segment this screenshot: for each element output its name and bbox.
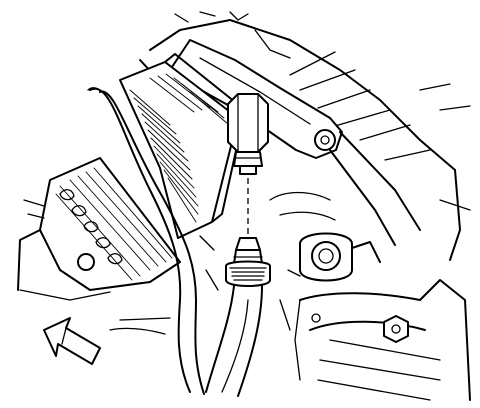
cooler-line-hose xyxy=(205,285,263,397)
arrow-pointing-up-left-icon xyxy=(43,317,101,365)
transmission-cooler xyxy=(17,157,181,301)
mount-bolt-right xyxy=(287,232,381,282)
cooler-line-fitting-nut xyxy=(227,93,269,175)
steel-cooler-line xyxy=(87,87,205,395)
hose-end-ferrule xyxy=(225,237,271,287)
housing-bolt-lower-right xyxy=(294,279,471,401)
engine-detail-lines xyxy=(109,191,336,335)
